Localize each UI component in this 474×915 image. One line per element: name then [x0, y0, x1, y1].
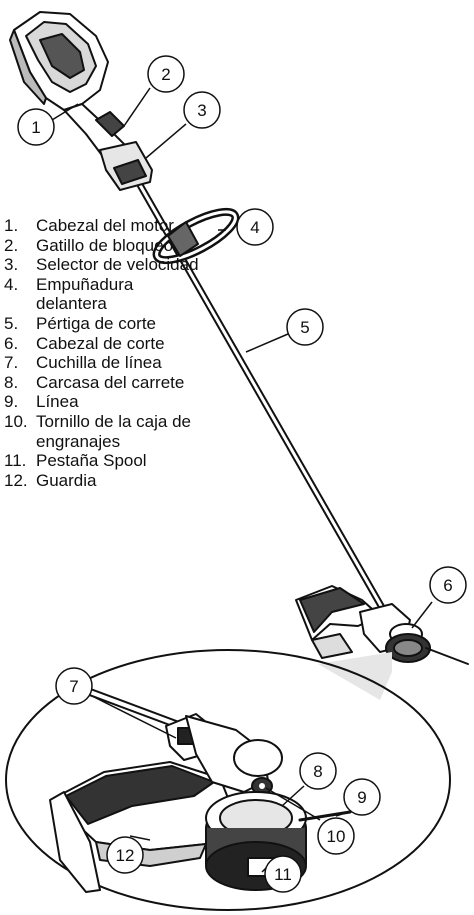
detail-ellipse: [5, 649, 451, 911]
legend-number: 10.: [4, 411, 28, 431]
callout-1: 1: [17, 108, 55, 146]
legend-label: Selector de velocidad: [36, 255, 199, 275]
legend-item: 12. Guardia: [4, 471, 204, 491]
svg-text:3: 3: [197, 101, 206, 120]
legend-label: Carcasa del carrete: [36, 372, 185, 392]
legend-item: 1. Cabezal del motor: [4, 216, 204, 236]
legend-number: 6.: [4, 333, 19, 353]
callout-4: 4: [236, 208, 274, 246]
callout-6: 6: [429, 566, 467, 604]
svg-text:6: 6: [443, 576, 452, 595]
callout-8: 8: [299, 752, 337, 790]
svg-text:10: 10: [327, 827, 346, 846]
legend-item: 2. Gatillo de bloqueo: [4, 236, 204, 256]
svg-text:4: 4: [250, 218, 259, 237]
callout-3: 3: [183, 91, 221, 129]
legend-number: 7.: [4, 353, 19, 373]
legend-number: 8.: [4, 372, 19, 392]
legend-label: Tornillo de la caja de engranajes: [36, 411, 191, 451]
parts-legend: 1. Cabezal del motor 2. Gatillo de bloqueo…: [4, 216, 204, 490]
legend-number: 3.: [4, 255, 19, 275]
legend-item: 3. Selector de velocidad: [4, 255, 204, 275]
legend-item: 8. Carcasa del carrete: [4, 373, 204, 393]
callout-2: 2: [147, 55, 185, 93]
legend-item: 6. Cabezal de corte: [4, 334, 204, 354]
svg-text:11: 11: [274, 865, 292, 884]
svg-text:5: 5: [300, 318, 309, 337]
legend-label: Cuchilla de línea: [36, 353, 162, 373]
trimmer-illustration: [9, 11, 469, 665]
legend-item: 5. Pértiga de corte: [4, 314, 204, 334]
legend-item: 7. Cuchilla de línea: [4, 353, 204, 373]
legend-item: 4. Empuñadura delantera: [4, 275, 204, 314]
callout-12: 12: [106, 836, 144, 874]
legend-number: 12.: [4, 470, 28, 490]
legend-item: 10. Tornillo de la caja de engranajes: [4, 412, 204, 451]
svg-text:1: 1: [31, 118, 40, 137]
legend-label: Línea: [36, 392, 79, 412]
legend-number: 11.: [4, 451, 27, 471]
callout-10: 10: [317, 817, 355, 855]
callout-7: 7: [55, 667, 93, 705]
callout-11: 11: [264, 855, 302, 893]
legend-number: 9.: [4, 392, 19, 412]
legend-label: Pértiga de corte: [36, 313, 157, 333]
legend-label: Empuñadura delantera: [36, 274, 134, 314]
legend-number: 2.: [4, 235, 19, 255]
legend-number: 4.: [4, 274, 19, 294]
svg-text:7: 7: [69, 677, 78, 696]
legend-item: 11. Pestaña Spool: [4, 451, 204, 471]
svg-text:9: 9: [357, 788, 366, 807]
svg-text:8: 8: [313, 762, 322, 781]
zoom-projection: [318, 652, 392, 700]
legend-label: Gatillo de bloqueo: [36, 235, 174, 255]
legend-label: Guardia: [36, 470, 97, 490]
callout-5: 5: [286, 308, 324, 346]
legend-label: Cabezal de corte: [36, 333, 165, 353]
detail-illustration: [49, 688, 352, 893]
legend-number: 1.: [4, 216, 19, 235]
callout-9: 9: [343, 778, 381, 816]
legend-number: 5.: [4, 313, 19, 333]
legend-item: 9. Línea: [4, 392, 204, 412]
legend-label: Pestaña Spool: [36, 451, 147, 471]
legend-label: Cabezal del motor: [36, 216, 174, 235]
svg-text:2: 2: [161, 65, 170, 84]
svg-text:12: 12: [116, 846, 135, 865]
